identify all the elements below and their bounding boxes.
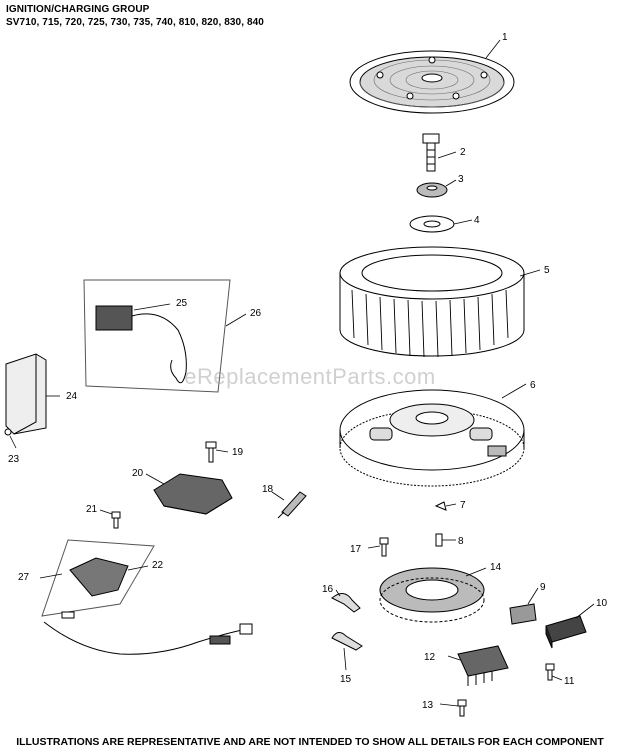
part-4-retainer[interactable]: [409, 215, 455, 233]
callout-14: 14: [490, 562, 502, 573]
part-26-kit-box[interactable]: [83, 279, 231, 393]
part-12-regulator[interactable]: [457, 645, 509, 686]
part-9-plate[interactable]: [509, 603, 537, 625]
part-16-clamp[interactable]: [331, 593, 361, 613]
callout-6: 6: [530, 380, 536, 391]
part-19-screw[interactable]: [205, 441, 217, 463]
callout-13: 13: [422, 700, 434, 711]
part-10-rectifier[interactable]: [545, 615, 587, 649]
part-8-dowel[interactable]: [435, 533, 443, 547]
part-14-stator[interactable]: [379, 567, 485, 623]
part-11-screw[interactable]: [545, 663, 555, 681]
callout-24: 24: [66, 391, 78, 402]
callout-18: 18: [262, 484, 274, 495]
part-24-module[interactable]: [5, 353, 47, 435]
part-27-kit-box[interactable]: [41, 539, 155, 617]
callout-27: 27: [18, 572, 30, 583]
callout-3: 3: [458, 174, 464, 185]
callout-25: 25: [176, 298, 188, 309]
part-15-clamp[interactable]: [331, 632, 363, 651]
part-1-screen[interactable]: [349, 50, 515, 114]
callout-5: 5: [544, 265, 550, 276]
part-7-key[interactable]: [434, 501, 447, 511]
callout-7: 7: [460, 500, 466, 511]
callout-2: 2: [460, 147, 466, 158]
callout-10: 10: [596, 598, 608, 609]
part-23-screw[interactable]: [4, 428, 12, 436]
part-22-ignition-module[interactable]: [43, 557, 253, 655]
callout-17: 17: [350, 544, 362, 555]
callout-8: 8: [458, 536, 464, 547]
callout-23: 23: [8, 454, 20, 465]
callout-22: 22: [152, 560, 164, 571]
callout-4: 4: [474, 215, 480, 226]
part-5-fan[interactable]: [339, 246, 525, 358]
part-20-ignition-module[interactable]: [153, 473, 233, 515]
callout-19: 19: [232, 447, 244, 458]
part-6-flywheel[interactable]: [339, 389, 525, 487]
callout-labels: 1 2 3 4 5 6 7 8 9 10 11 12 13 14 15 16 1…: [8, 32, 608, 711]
part-2-bolt[interactable]: [422, 133, 440, 172]
footer-disclaimer: ILLUSTRATIONS ARE REPRESENTATIVE AND ARE…: [16, 736, 604, 748]
callout-11: 11: [564, 676, 575, 687]
diagram-title: IGNITION/CHARGING GROUP: [6, 4, 150, 15]
callout-9: 9: [540, 582, 546, 593]
part-3-washer[interactable]: [416, 182, 448, 198]
callout-26: 26: [250, 308, 262, 319]
callout-1: 1: [502, 32, 508, 43]
callout-20: 20: [132, 468, 144, 479]
callout-12: 12: [424, 652, 436, 663]
model-list: SV710, 715, 720, 725, 730, 735, 740, 810…: [6, 17, 264, 28]
part-21-screw[interactable]: [111, 511, 121, 529]
part-18-spark-plug[interactable]: [277, 491, 307, 519]
watermark: eReplacementParts.com: [184, 364, 436, 389]
part-17-screw[interactable]: [379, 537, 389, 557]
callout-15: 15: [340, 674, 352, 685]
callout-21: 21: [86, 504, 98, 515]
part-25-module[interactable]: [95, 305, 187, 384]
callout-16: 16: [322, 584, 334, 595]
part-13-screw[interactable]: [457, 699, 467, 717]
leader-lines: [9, 39, 595, 707]
